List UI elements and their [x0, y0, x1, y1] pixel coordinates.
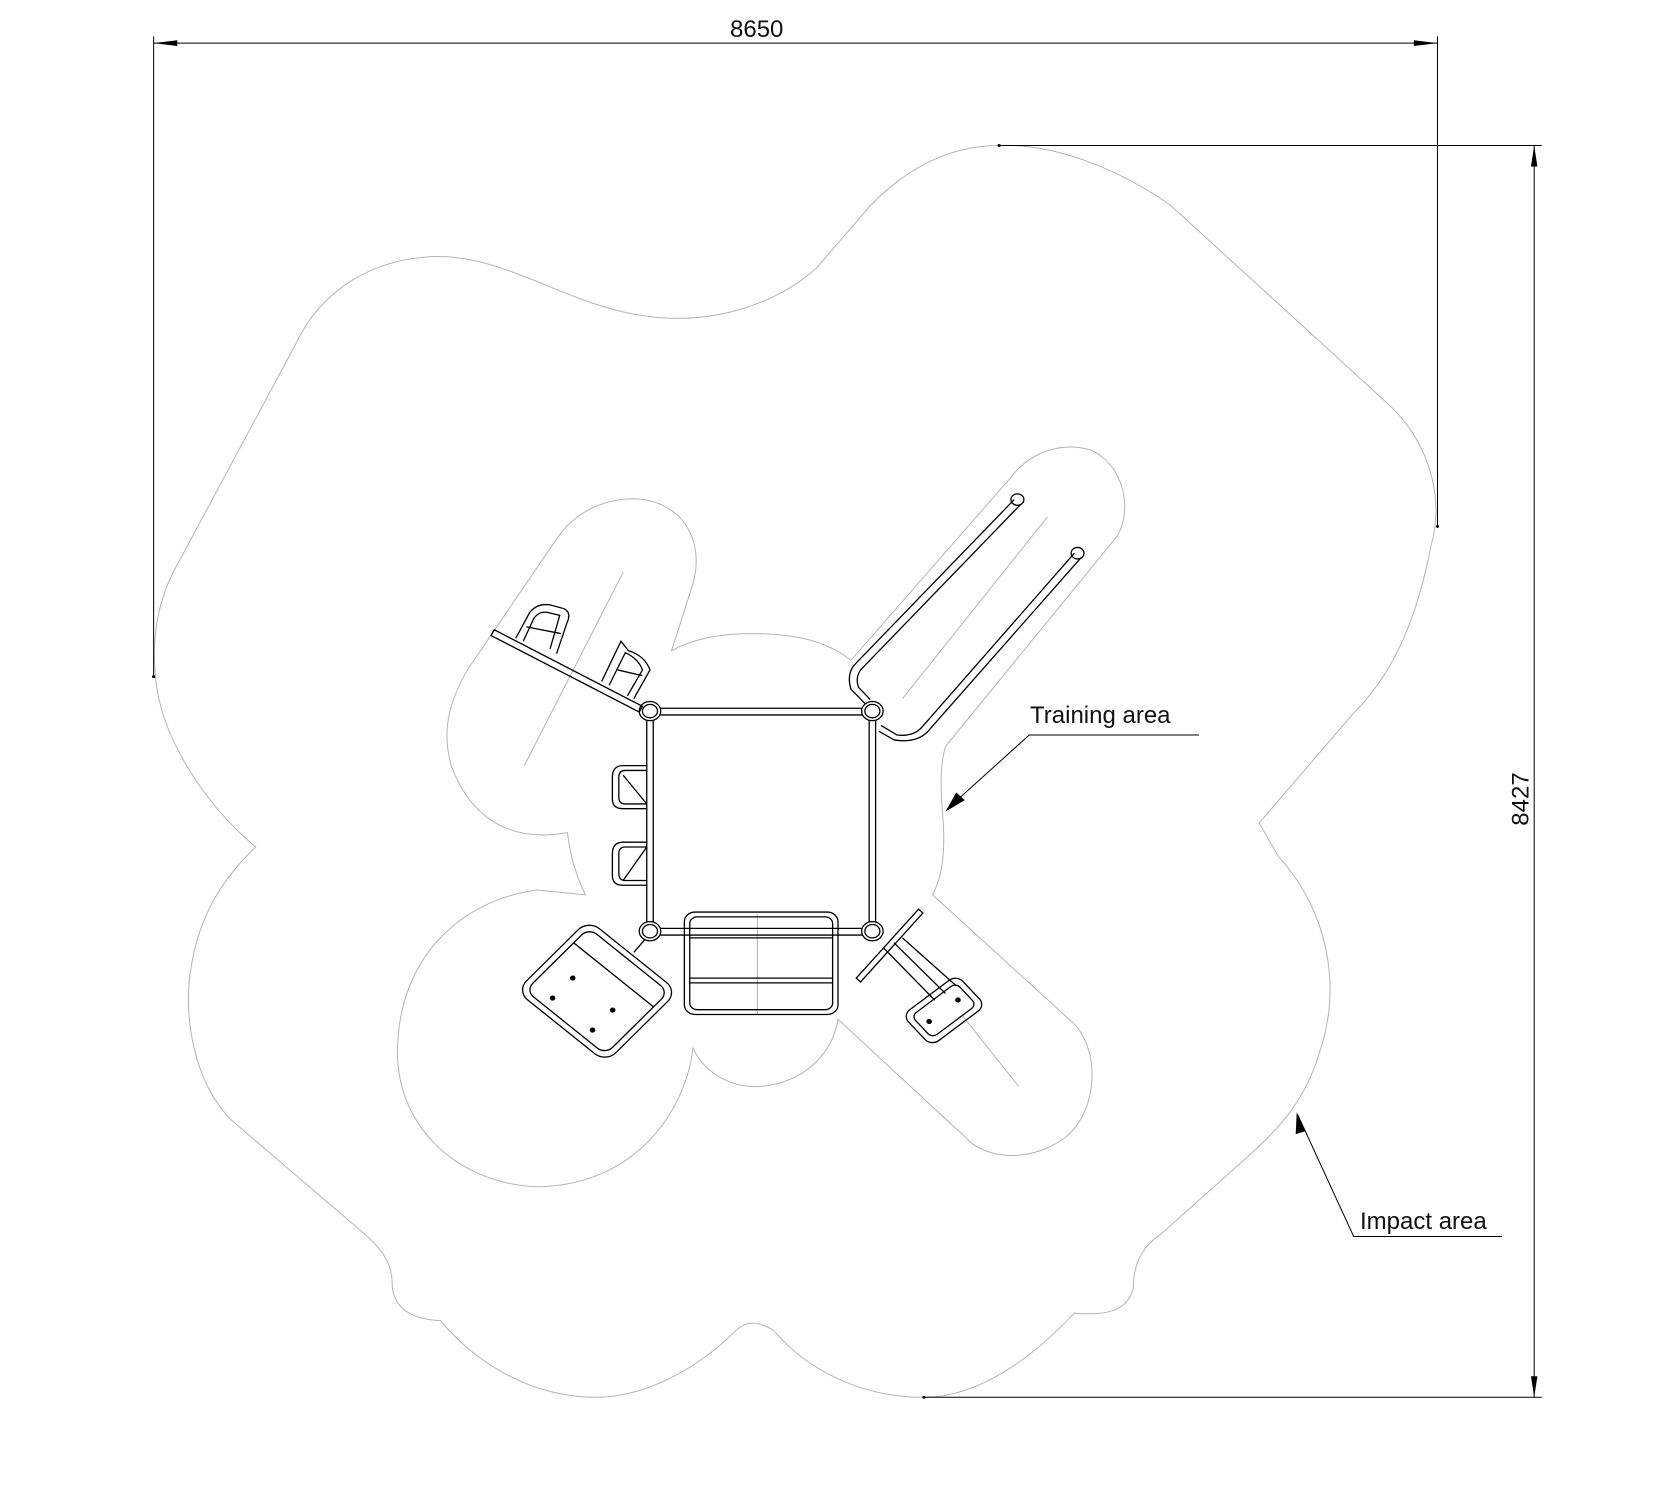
central-frame: [639, 702, 883, 941]
bottom-bench: [684, 912, 838, 1014]
bottom-right-station: [856, 909, 985, 1046]
dip-bars: [612, 766, 646, 886]
training-arrow-icon: [945, 792, 965, 812]
height-dimension: 8427: [1507, 772, 1535, 826]
arrow-right-icon: [1413, 40, 1438, 46]
fitness-equipment: [491, 494, 1084, 1063]
width-dimension: 8650: [730, 16, 784, 43]
impact-arrow-icon: [1295, 1112, 1306, 1135]
top-left-station: [491, 605, 650, 713]
leader-lines: [948, 735, 1502, 1236]
top-right-rails: [849, 494, 1084, 741]
impact-area-outline: [154, 145, 1436, 1397]
training-area-outline: [398, 447, 1125, 1187]
dimension-lines: [154, 36, 1542, 1397]
training-area-label: Training area: [1030, 702, 1171, 729]
impact-area-label: Impact area: [1360, 1208, 1487, 1235]
arrow-left-icon: [153, 40, 178, 46]
equipment-centerlines: [524, 517, 1047, 1086]
bottom-left-platform: [516, 920, 677, 1063]
dimension-arrows: [153, 40, 1538, 1398]
arrow-up-icon: [1530, 145, 1538, 167]
arrow-down-icon: [1530, 1376, 1538, 1398]
extent-markers: [152, 144, 1440, 1399]
